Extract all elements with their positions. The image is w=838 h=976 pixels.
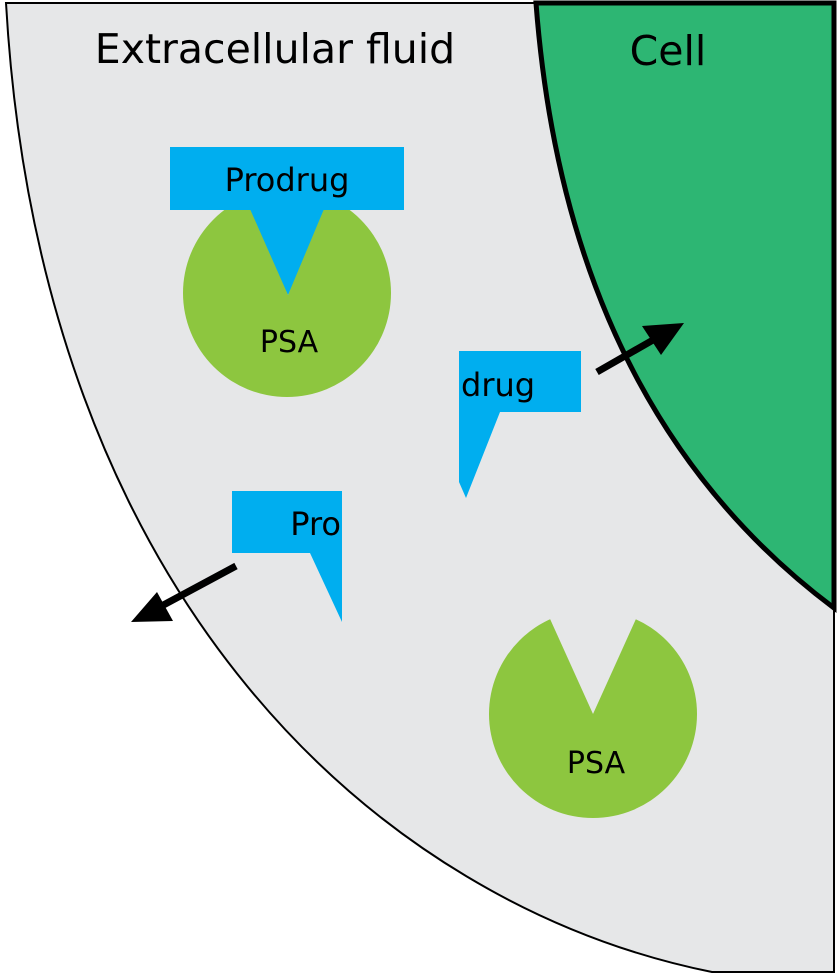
arrow-pro-away	[131, 562, 238, 622]
cell-label: Cell	[630, 27, 707, 75]
pro-fragment: Pro	[232, 491, 342, 622]
arrow-drug-into-cell	[595, 323, 684, 376]
psa-enzyme-free: PSA	[489, 610, 697, 818]
cell-region	[533, 0, 837, 614]
extracellular-fluid-label: Extracellular fluid	[95, 25, 455, 73]
psa-free-label: PSA	[567, 746, 626, 781]
prodrug-label: Prodrug	[225, 161, 350, 199]
psa-bound-label: PSA	[260, 325, 319, 360]
drug-fragment: drug	[459, 351, 581, 498]
drug-label: drug	[461, 366, 535, 404]
pro-label: Pro	[290, 505, 341, 543]
prodrug-molecule: Prodrug	[170, 147, 404, 295]
